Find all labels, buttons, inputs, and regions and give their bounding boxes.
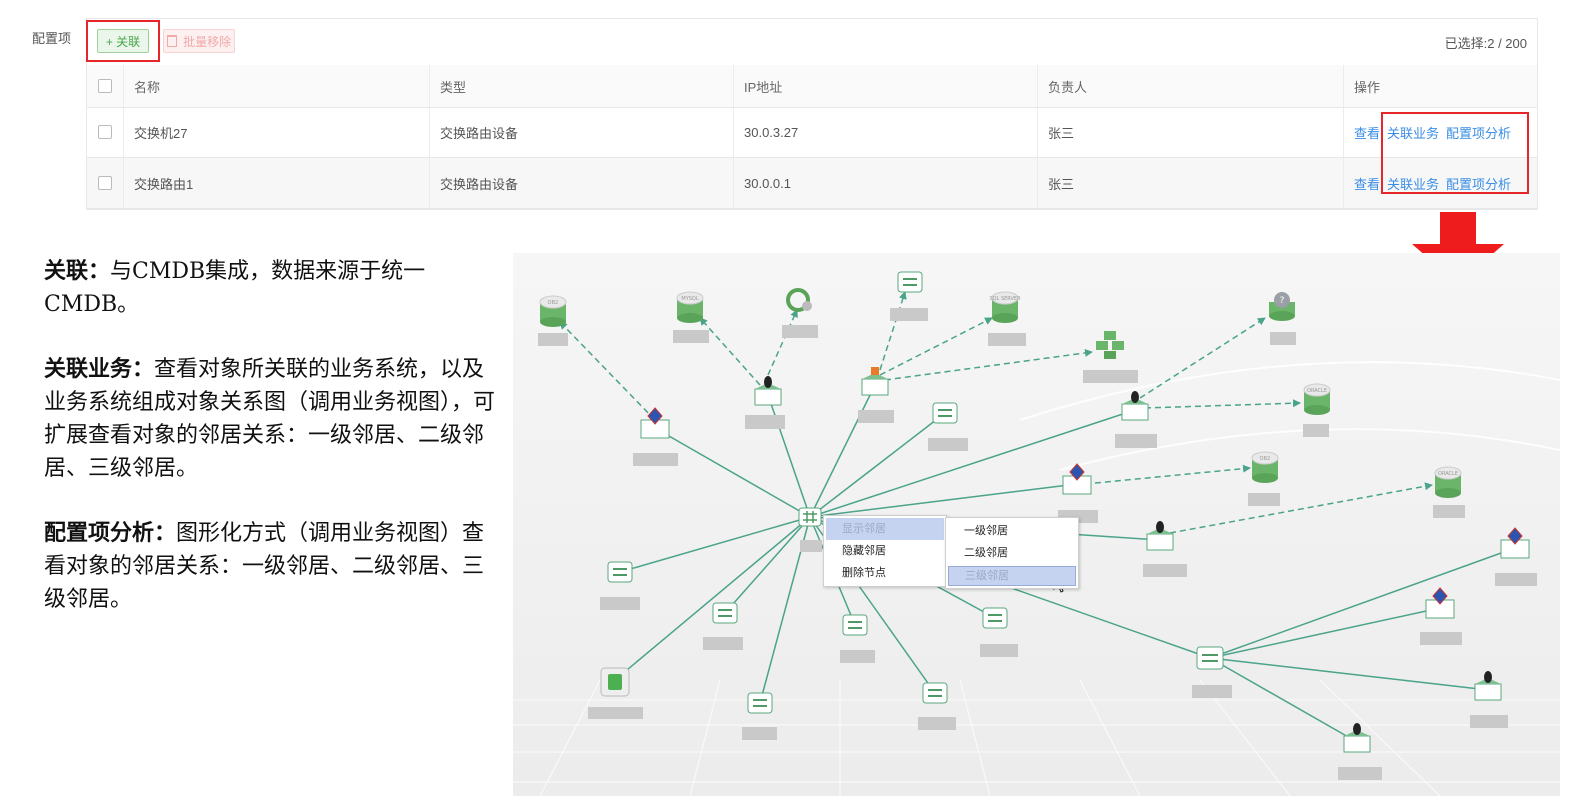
menu-show-neighbors[interactable]: 显示邻居 bbox=[826, 518, 944, 540]
associate-highlight-box bbox=[86, 20, 160, 62]
column-header-owner[interactable]: 负责人 bbox=[1038, 65, 1344, 107]
table-row: 交换路由1 交换路由设备 30.0.0.1 张三 查看 关联业务 配置项分析 bbox=[87, 158, 1537, 209]
svg-text:ORACLE: ORACLE bbox=[1307, 388, 1327, 394]
node-label-placeholders bbox=[538, 308, 1537, 780]
view-link[interactable]: 查看 bbox=[1354, 176, 1381, 192]
svg-text:MYSQL: MYSQL bbox=[681, 296, 698, 302]
toolbar: + 关联 批量移除 已选择:2 / 200 bbox=[87, 19, 1537, 66]
batch-remove-label: 批量移除 bbox=[183, 35, 232, 49]
desc-associate: 关联：与CMDB集成，数据来源于统一CMDB。 bbox=[44, 258, 426, 317]
associate-button-label: 关联 bbox=[116, 35, 141, 49]
cluster-icon bbox=[1096, 331, 1124, 359]
row-actions: 查看 关联业务 配置项分析 bbox=[1344, 158, 1537, 208]
feature-description: 关联：与CMDB集成，数据来源于统一CMDB。 关联业务：查看对象所关联的业务系… bbox=[44, 255, 496, 648]
row-owner: 张三 bbox=[1038, 107, 1344, 157]
row-actions: 查看 关联业务 配置项分析 bbox=[1344, 107, 1537, 157]
config-analysis-link[interactable]: 配置项分析 bbox=[1446, 176, 1512, 192]
svg-text:?: ? bbox=[1280, 296, 1285, 306]
associate-button[interactable]: + 关联 bbox=[97, 29, 149, 53]
svg-text:ORACLE: ORACLE bbox=[1438, 471, 1458, 477]
column-header-name[interactable]: 名称 bbox=[124, 65, 430, 107]
switch-node-icons bbox=[607, 271, 1224, 714]
row-ip: 30.0.3.27 bbox=[734, 107, 1038, 157]
row-type: 交换路由设备 bbox=[430, 107, 734, 157]
node-context-menu: 显示邻居 隐藏邻居 删除节点 bbox=[823, 515, 947, 587]
column-header-type[interactable]: 类型 bbox=[430, 65, 734, 107]
menu-third-level-neighbors[interactable]: 三级邻居 bbox=[948, 566, 1076, 586]
menu-delete-node[interactable]: 删除节点 bbox=[842, 567, 886, 579]
column-header-ip[interactable]: IP地址 bbox=[734, 65, 1038, 107]
row-checkbox[interactable] bbox=[98, 125, 112, 139]
svg-text:SQL SERVER: SQL SERVER bbox=[989, 296, 1021, 302]
menu-second-level-neighbors[interactable]: 二级邻居 bbox=[964, 547, 1008, 559]
batch-remove-button[interactable]: 批量移除 bbox=[163, 29, 235, 53]
svg-text:DB2: DB2 bbox=[1260, 456, 1270, 462]
row-owner: 张三 bbox=[1038, 158, 1344, 208]
row-checkbox[interactable] bbox=[98, 176, 112, 190]
menu-first-level-neighbors[interactable]: 一级邻居 bbox=[964, 525, 1008, 537]
desc-config-analysis: 配置项分析：图形化方式（调用业务视图）查看对象的邻居关系：一级邻居、二级邻居、三… bbox=[44, 520, 485, 612]
associated-business-link[interactable]: 关联业务 bbox=[1387, 125, 1440, 141]
table-header: 名称 类型 IP地址 负责人 操作 bbox=[87, 65, 1537, 108]
config-analysis-link[interactable]: 配置项分析 bbox=[1446, 125, 1512, 141]
view-link[interactable]: 查看 bbox=[1354, 125, 1381, 141]
associated-business-link[interactable]: 关联业务 bbox=[1387, 176, 1440, 192]
selected-count: 已选择:2 / 200 bbox=[1444, 36, 1527, 51]
row-ip: 30.0.0.1 bbox=[734, 158, 1038, 208]
gear-icon bbox=[786, 288, 812, 312]
down-arrow-icon bbox=[1412, 212, 1504, 284]
row-name: 交换路由1 bbox=[124, 158, 430, 208]
column-header-actions: 操作 bbox=[1354, 79, 1381, 95]
config-field-label: 配置项 bbox=[32, 31, 72, 46]
select-all-checkbox[interactable] bbox=[98, 79, 112, 93]
config-items-panel: + 关联 批量移除 已选择:2 / 200 名称 类型 IP地址 负责人 操作 … bbox=[86, 18, 1538, 210]
storage-icon bbox=[600, 667, 630, 697]
server-node-icons bbox=[640, 367, 1530, 753]
plus-icon: + bbox=[105, 35, 113, 49]
desc-associated-business: 关联业务：查看对象所关联的业务系统，以及业务系统组成对象关系图（调用业务视图），… bbox=[44, 356, 496, 481]
row-name: 交换机27 bbox=[124, 107, 430, 157]
neighbor-level-submenu: 一级邻居 二级邻居 三级邻居 bbox=[945, 517, 1079, 589]
actions-highlight-box bbox=[1381, 112, 1529, 194]
table-row: 交换机27 交换路由设备 30.0.3.27 张三 查看 关联业务 配置项分析 bbox=[87, 107, 1537, 158]
database-node-icons: DB2 MYSQL SQL SERVER ORACLE DB2 ORACLE ? bbox=[539, 291, 1462, 498]
menu-hide-neighbors[interactable]: 隐藏邻居 bbox=[842, 545, 886, 557]
row-type: 交换路由设备 bbox=[430, 158, 734, 208]
svg-text:DB2: DB2 bbox=[548, 300, 558, 306]
trash-icon bbox=[166, 35, 177, 47]
